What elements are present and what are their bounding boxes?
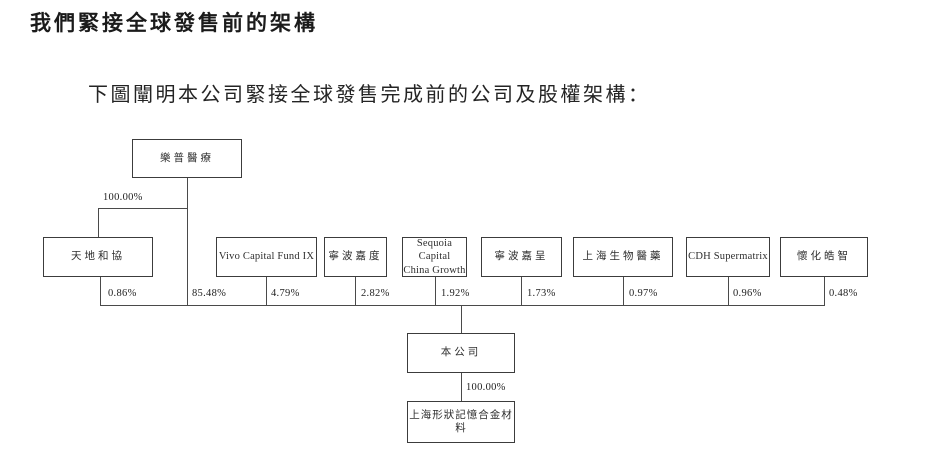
connector-tiandi-drop (100, 277, 101, 305)
entity-box-lepu-medical: 樂普醫療 (132, 139, 242, 178)
entity-box-vivo-capital: Vivo Capital Fund IX (216, 237, 317, 277)
pct-lepu-to-tiandi: 100.00% (103, 192, 143, 203)
entity-label-line2: China Growth (403, 264, 466, 276)
pct-company-to-alloy: 100.00% (466, 382, 506, 393)
connector-lepu-drop (187, 178, 188, 305)
entity-label: 上海形狀記憶合金材料 (409, 409, 513, 434)
page-title: 我們緊接全球發售前的架構 (30, 12, 318, 35)
connector-bio-drop (623, 277, 624, 305)
entity-label-line1: Sequoia Capital (416, 238, 453, 263)
connector-bus-line (100, 305, 825, 306)
entity-label: 本公司 (440, 347, 482, 359)
entity-label: 樂普醫療 (160, 152, 214, 164)
entity-label: 寧波嘉度 (328, 251, 383, 263)
connector-elbow-vertical (98, 208, 99, 237)
connector-jiadu-drop (355, 277, 356, 305)
entity-box-huaihua-haozhi: 懷化皓智 (780, 237, 868, 277)
pct-jiadu-to-company: 2.82% (361, 288, 390, 299)
pct-vivo-to-company: 4.79% (271, 288, 300, 299)
entity-box-ningbo-jiadu: 寧波嘉度 (324, 237, 387, 277)
intro-text: 下圖闡明本公司緊接全球發售完成前的公司及股權架構： (88, 84, 651, 106)
entity-label: 懷化皓智 (797, 251, 851, 263)
entity-box-tiandi-hexie: 天地和協 (43, 237, 153, 277)
entity-box-ningbo-jiacheng: 寧波嘉呈 (481, 237, 562, 277)
connector-jiacheng-drop (521, 277, 522, 305)
connector-sequoia-drop (435, 277, 436, 305)
entity-label: 上海生物醫藥 (582, 251, 664, 263)
entity-box-cdh-supermatrix: CDH Supermatrix (686, 237, 770, 277)
entity-box-shanghai-alloy: 上海形狀記憶合金材料 (407, 401, 515, 443)
entity-label: CDH Supermatrix (688, 251, 768, 263)
pct-bio-to-company: 0.97% (629, 288, 658, 299)
entity-label: Vivo Capital Fund IX (218, 251, 315, 263)
pct-jiacheng-to-company: 1.73% (527, 288, 556, 299)
entity-box-sequoia-capital: Sequoia Capital China Growth (402, 237, 467, 277)
connector-company-drop (461, 305, 462, 333)
entity-label: 天地和協 (71, 251, 125, 263)
pct-cdh-to-company: 0.96% (733, 288, 762, 299)
connector-cdh-drop (728, 277, 729, 305)
entity-label: 寧波嘉呈 (494, 251, 549, 263)
pct-lepu-to-company: 85.48% (192, 288, 227, 299)
entity-box-the-company: 本公司 (407, 333, 515, 373)
pct-sequoia-to-company: 1.92% (441, 288, 470, 299)
pct-huaihua-to-company: 0.48% (829, 288, 858, 299)
connector-vivo-drop (266, 277, 267, 305)
entity-box-shanghai-bio: 上海生物醫藥 (573, 237, 673, 277)
connector-huaihua-drop (824, 277, 825, 305)
connector-elbow-horizontal (98, 208, 188, 209)
pct-tiandi-to-company: 0.86% (108, 288, 137, 299)
connector-subsidiary-drop (461, 373, 462, 401)
